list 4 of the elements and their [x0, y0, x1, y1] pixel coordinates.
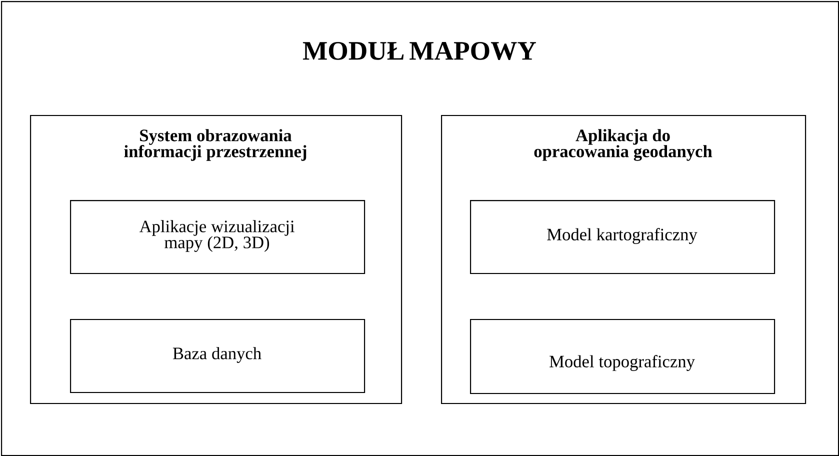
process-box: Baza danych: [70, 319, 366, 394]
process-box: Model kartograficzny: [470, 200, 776, 274]
process-box: Aplikacje wizualizacji mapy (2D, 3D): [70, 200, 366, 274]
process-box: Model topograficzny: [470, 319, 776, 394]
